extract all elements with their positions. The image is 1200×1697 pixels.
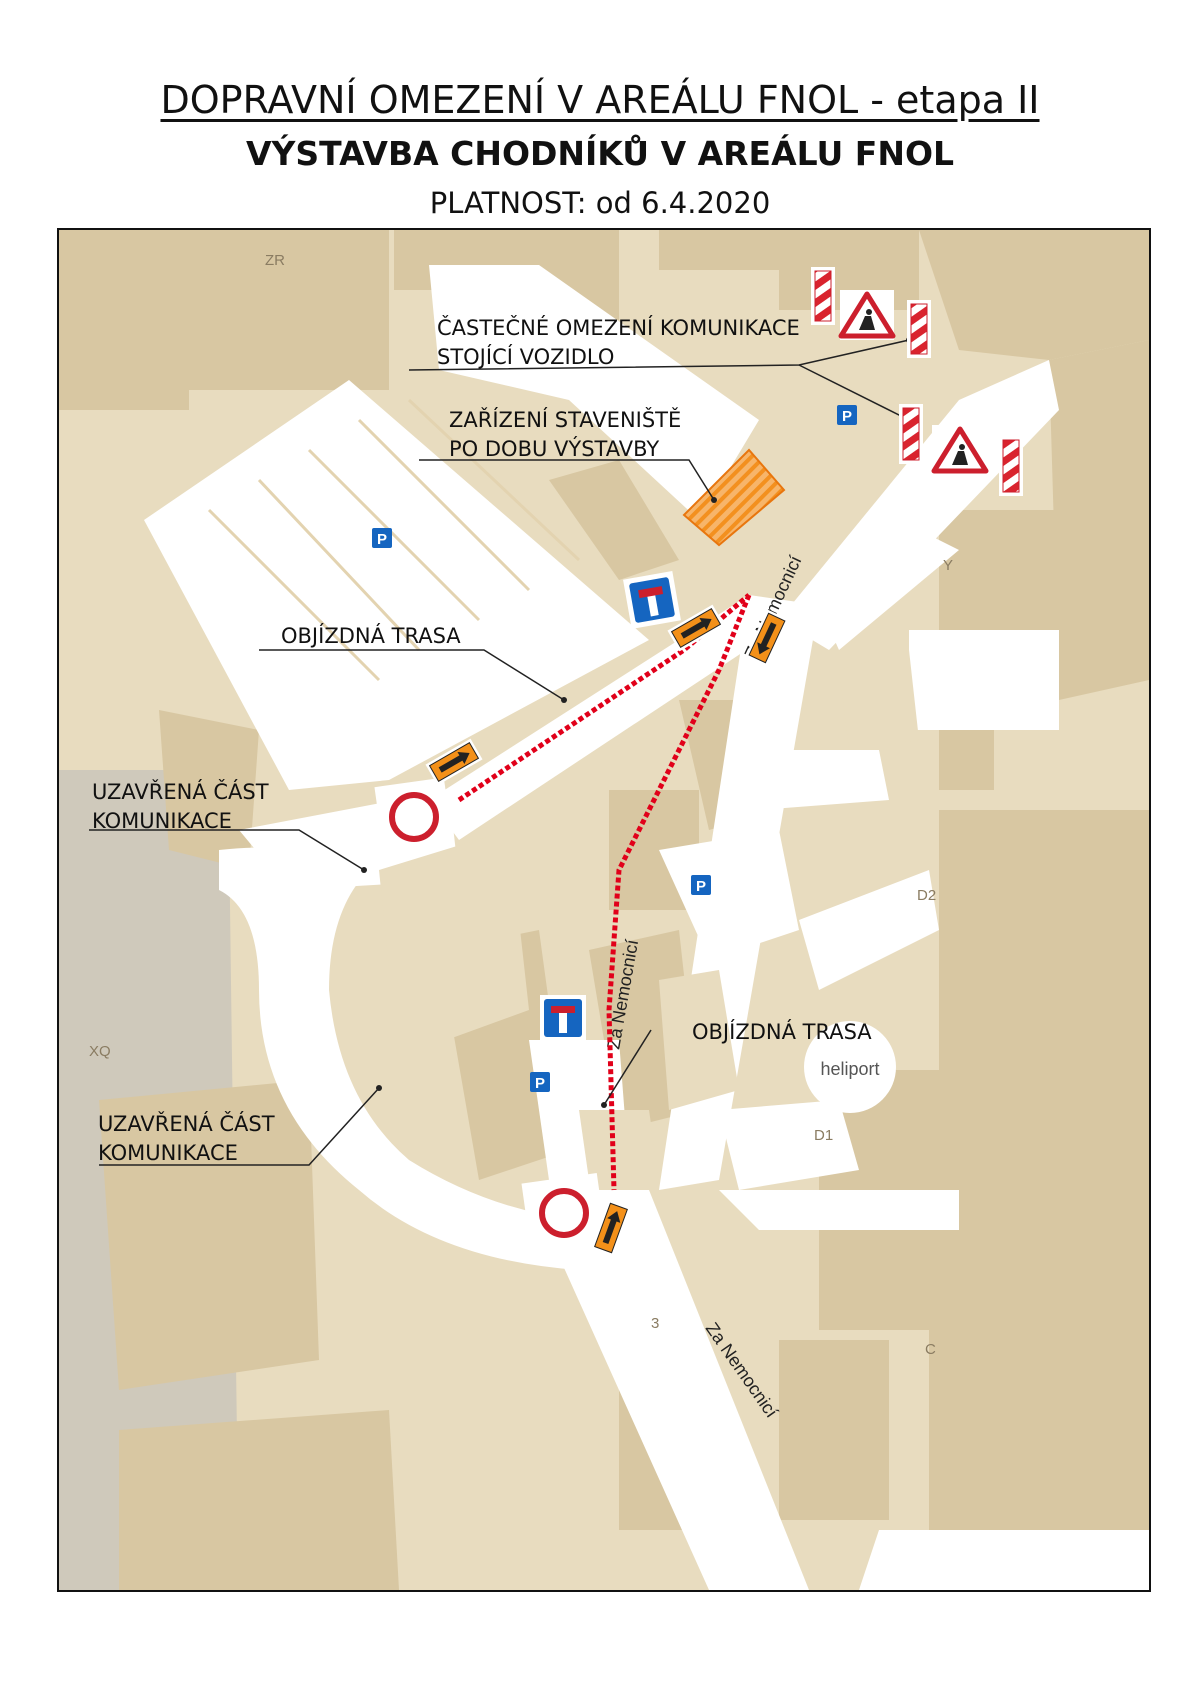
svg-text:P: P xyxy=(842,408,852,425)
direction-arrow-icon[interactable] xyxy=(667,604,725,652)
no-vehicles-sign-icon[interactable] xyxy=(374,777,454,857)
annotation-closed-lower-line2: KOMUNIKACE xyxy=(98,1141,238,1165)
dead-end-sign-icon[interactable] xyxy=(540,995,586,1041)
roads-layer xyxy=(144,265,1149,1590)
heliport: heliport xyxy=(804,1021,896,1113)
detour-route[interactable] xyxy=(457,593,752,1191)
barrier-beacon-icon[interactable] xyxy=(907,300,931,358)
annotation-closed-upper: UZAVŘENÁ ČÁST KOMUNIKACE xyxy=(92,778,269,836)
annotation-partial-closure: ČASTEČNÉ OMEZENÍ KOMUNIKACE STOJÍCÍ VOZI… xyxy=(437,314,800,372)
validity-date: PLATNOST: od 6.4.2020 xyxy=(429,186,771,220)
barrier-beacon-icon[interactable] xyxy=(811,267,835,325)
direction-arrow-icon[interactable] xyxy=(745,609,789,667)
annotation-closed-upper-line1: UZAVŘENÁ ČÁST xyxy=(92,780,269,804)
annotation-partial-closure-line1: ČASTEČNÉ OMEZENÍ KOMUNIKACE xyxy=(437,316,800,340)
leader-lines xyxy=(89,339,910,1166)
direction-arrow-icon[interactable] xyxy=(425,738,483,786)
parking-sign-icon: P xyxy=(837,405,857,425)
direction-arrow-icon[interactable] xyxy=(590,1199,632,1257)
annotation-site-facility-line2: PO DOBU VÝSTAVBY xyxy=(449,437,660,461)
map-canvas[interactable]: heliport ZR Y D2 XQ D1 C 3 Za Nemocnicí … xyxy=(59,230,1149,1590)
parking-sign-icon: P xyxy=(530,1072,550,1092)
page-title: DOPRAVNÍ OMEZENÍ V AREÁLU FNOL - etapa I… xyxy=(160,78,1040,122)
buildings-layer xyxy=(59,230,1149,1590)
annotation-detour-lower: OBJÍZDNÁ TRASA xyxy=(692,1020,872,1044)
parcels-layer xyxy=(379,650,919,1180)
construction-site-area[interactable] xyxy=(682,448,786,547)
building-label-3: 3 xyxy=(651,1315,659,1332)
annotation-site-facility: ZAŘÍZENÍ STAVENIŠTĚ PO DOBU VÝSTAVBY xyxy=(449,406,681,464)
annotation-closed-upper-line2: KOMUNIKACE xyxy=(92,809,232,833)
building-label-d1: D1 xyxy=(814,1127,833,1144)
barrier-beacon-icon[interactable] xyxy=(899,404,923,464)
annotation-closed-lower: UZAVŘENÁ ČÁST KOMUNIKACE xyxy=(98,1110,275,1168)
dead-end-sign-icon[interactable] xyxy=(623,571,681,629)
roadworks-sign-icon[interactable] xyxy=(838,290,896,340)
barrier-beacon-icon[interactable] xyxy=(999,436,1023,496)
building-label-d2: D2 xyxy=(917,887,936,904)
building-label-y: Y xyxy=(943,557,953,574)
svg-text:P: P xyxy=(377,531,387,548)
parking-sign-icon: P xyxy=(372,528,392,548)
page-subtitle: VÝSTAVBA CHODNÍKŮ V AREÁLU FNOL xyxy=(245,134,955,173)
building-label-xq: XQ xyxy=(89,1043,111,1060)
map-frame[interactable]: heliport ZR Y D2 XQ D1 C 3 Za Nemocnicí … xyxy=(57,228,1151,1592)
building-label-zr: ZR xyxy=(265,252,285,269)
parking-sign-icon: P xyxy=(691,875,711,895)
svg-text:P: P xyxy=(696,878,706,895)
roadworks-sign-icon[interactable] xyxy=(931,425,989,475)
no-vehicles-sign-icon[interactable] xyxy=(521,1173,607,1253)
building-label-c: C xyxy=(925,1341,936,1358)
parking-lines xyxy=(207,398,581,682)
annotation-closed-lower-line1: UZAVŘENÁ ČÁST xyxy=(98,1112,275,1136)
annotation-detour-upper: OBJÍZDNÁ TRASA xyxy=(281,624,461,648)
heliport-label: heliport xyxy=(820,1059,879,1079)
annotation-partial-closure-line2: STOJÍCÍ VOZIDLO xyxy=(437,345,615,369)
annotation-site-facility-line1: ZAŘÍZENÍ STAVENIŠTĚ xyxy=(449,408,682,432)
svg-text:P: P xyxy=(535,1075,545,1092)
